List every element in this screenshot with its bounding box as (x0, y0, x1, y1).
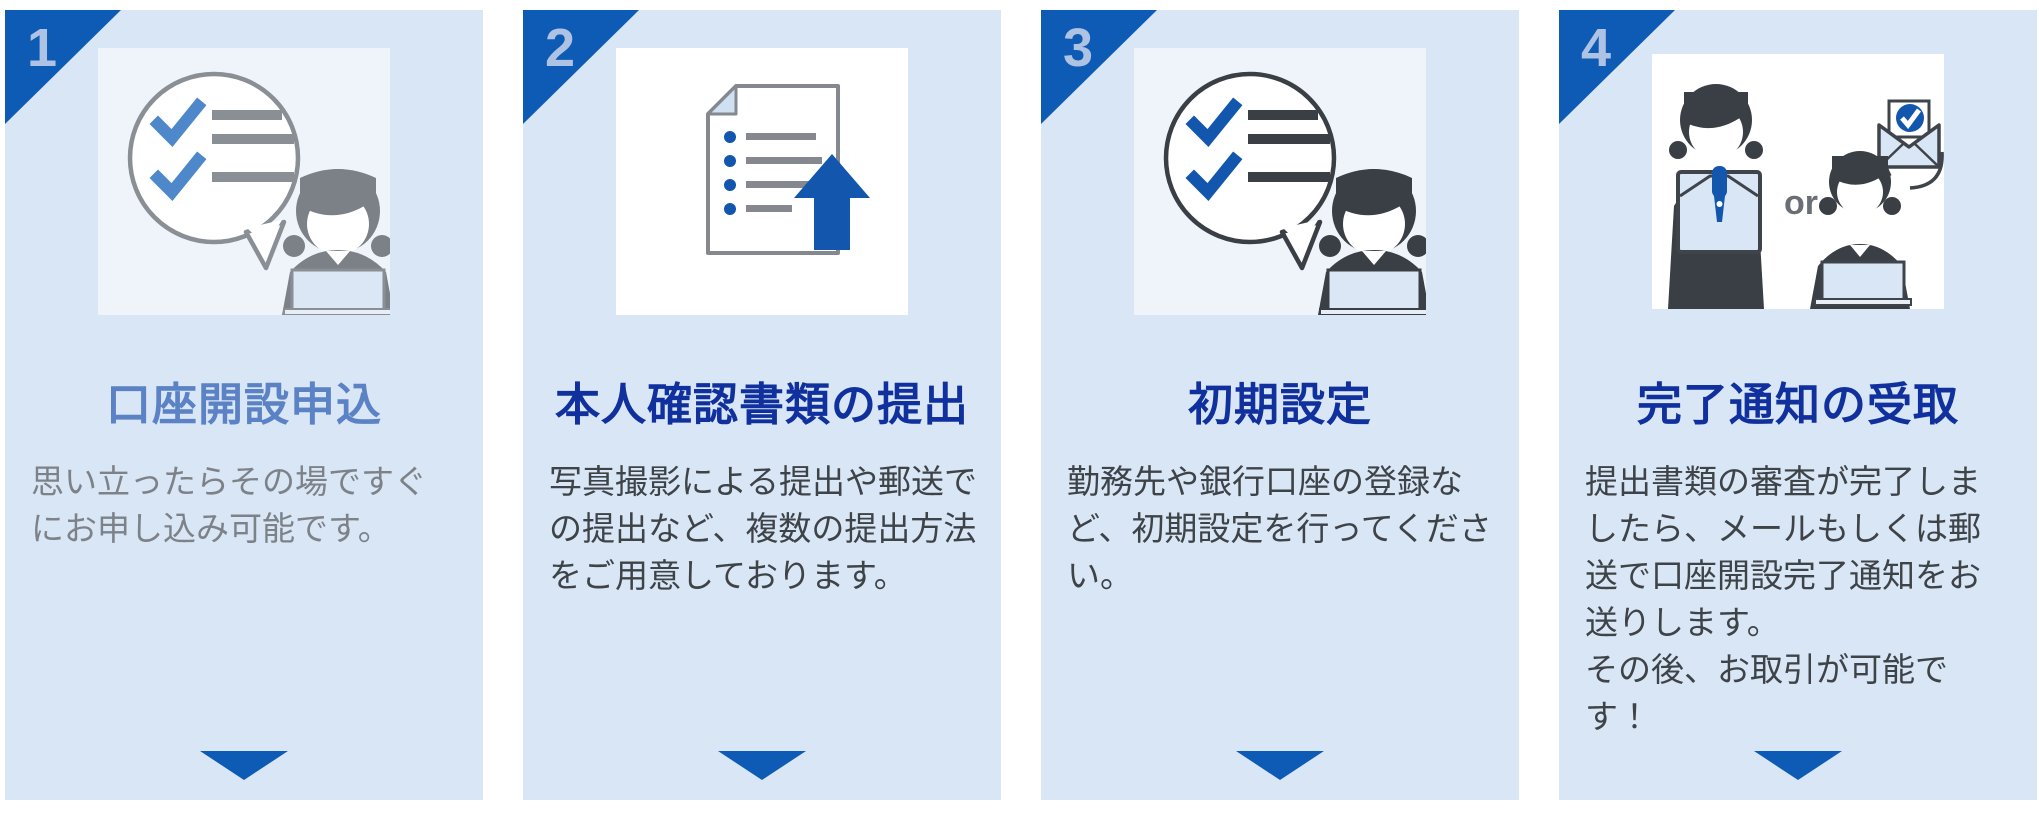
step-description-text: 勤務先や銀行口座の登録など、初期設定を行ってください。 (1067, 463, 1492, 594)
step-number: 1 (27, 18, 58, 78)
step-description-text: 思い立ったらその場ですぐにお申し込み可能です。 (31, 463, 427, 547)
step-description-text: 写真撮影による提出や郵送での提出など、複数の提出方法をご用意しております。 (549, 463, 978, 594)
step-icon-box (98, 48, 390, 315)
step-card-1: 1 口座開設申込 (5, 10, 483, 800)
step-description: 写真撮影による提出や郵送での提出など、複数の提出方法をご用意しております。 (549, 458, 977, 599)
step-number: 3 (1063, 18, 1094, 78)
step-description-text-2: その後、お取引が可能です！ (1585, 651, 1948, 735)
down-arrow-icon (1754, 751, 1842, 780)
step-icon-box (616, 48, 908, 315)
person-laptop-checklist-icon (1163, 71, 1426, 315)
down-arrow-icon (1236, 751, 1324, 780)
step-title: 完了通知の受取 (1636, 379, 1959, 430)
step-description: 勤務先や銀行口座の登録など、初期設定を行ってください。 (1067, 458, 1495, 599)
step-title: 口座開設申込 (105, 379, 382, 430)
down-arrow-icon (718, 751, 806, 780)
account-opening-steps: 1 口座開設申込 (5, 10, 2037, 800)
step-number: 2 (545, 18, 576, 78)
step-card-4: 4 (1559, 10, 2037, 800)
step-number: 4 (1581, 18, 1612, 78)
person-laptop-checklist-icon (127, 71, 390, 315)
step-description: 思い立ったらその場ですぐにお申し込み可能です。 (31, 458, 459, 552)
step-description: 提出書類の審査が完了しましたら、メールもしくは郵送で口座開設完了通知をお送りしま… (1585, 458, 2013, 740)
step-title: 初期設定 (1187, 379, 1372, 430)
down-arrow-icon (200, 751, 288, 780)
step-icon-box (1134, 48, 1426, 315)
step-card-2: 2 本人確認書類の提出 写真撮影による提出や郵送での提出など、複数の提出方法をご… (523, 10, 1001, 800)
step-card-3: 3 初期設定 勤 (1041, 10, 1519, 800)
step-icon-box: or (1652, 54, 1944, 309)
step-title: 本人確認書類の提出 (554, 379, 969, 430)
or-label: or (1784, 184, 1818, 222)
step-description-text: 提出書類の審査が完了しましたら、メールもしくは郵送で口座開設完了通知をお送りしま… (1585, 463, 1981, 641)
document-upload-icon (706, 84, 870, 255)
person-envelope-or-email-icon: or (1668, 84, 1944, 309)
